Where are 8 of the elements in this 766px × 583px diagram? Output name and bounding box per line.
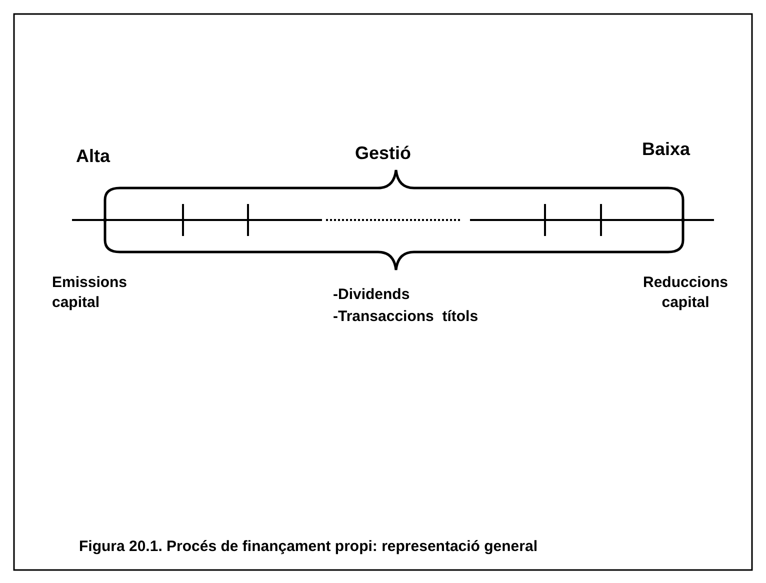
figure-caption: Figura 20.1. Procés de finançament propi: representació general [79,537,538,556]
stage-label: Alta [76,145,110,168]
stage-label: Gestió [355,142,412,165]
event-label: Emissions capital [52,273,128,312]
event-label: Reduccions capital [642,273,730,312]
event-label: -Dividends [333,285,410,304]
stage-label: Baixa [642,138,690,161]
event-label: -Transaccions títols [333,307,478,326]
